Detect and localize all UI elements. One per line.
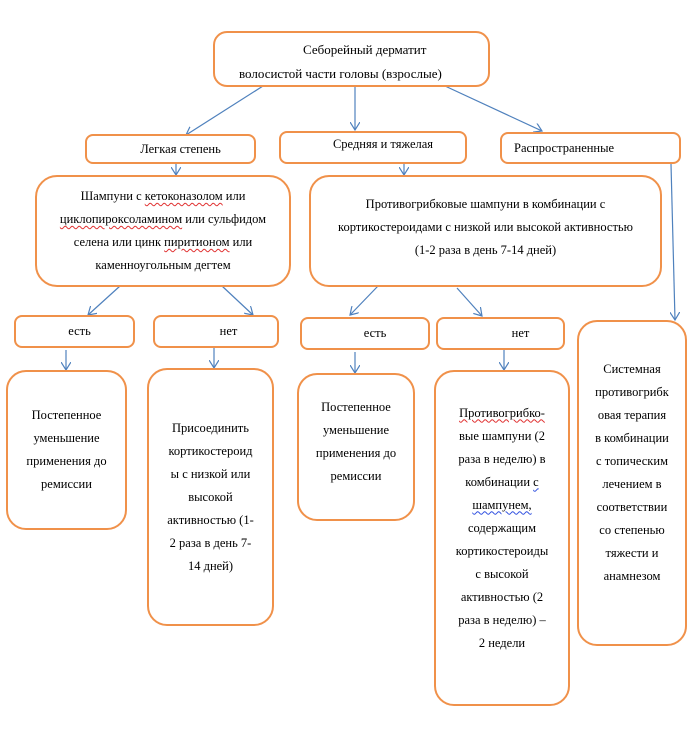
mild-treatment-line-3: селена или цинк пиритионом или [73,235,253,249]
outcome-line: 2 недели [478,635,526,650]
mild-treatment-line-1: Шампуни с кетоконазолом или [80,189,246,203]
outcome-line: Противогрибко- [459,405,545,420]
category-widespread: Распространенные [500,132,681,164]
title-box: Себорейный дерматит волосистой части гол… [213,31,490,87]
outcome-line: Системная [603,362,661,376]
outcome-line: соответствии [596,500,668,514]
outcome-line: Присоединить [172,420,249,435]
outcome-line: 2 раза в день 7- [169,535,252,550]
outcome-line: активностью (2 [460,589,544,604]
mild-no-outcome-box: Присоединить кортикостероид ы с низкой и… [147,368,274,626]
arrow-mild-treatment-to-no [221,285,253,315]
outcome-line: анамнезом [603,569,661,583]
outcome-line: противогрибк [595,385,669,399]
arrow-title-to-widespread [444,85,542,131]
outcome-line: ремиссии [41,477,92,491]
outcome-line: с топическим [596,454,668,468]
moderate-response-yes-label: есть [363,326,387,340]
outcome-line: применения до [26,454,107,468]
moderate-yes-outcome-box: Постепенное уменьшение применения до рем… [297,373,415,521]
outcome-line: уменьшение [33,431,100,445]
outcome-line: со степенью [599,523,665,537]
arrow-mod-treatment-to-yes [350,285,379,315]
category-moderate-severe: Средняя и тяжелая [279,131,467,164]
mild-treatment-box: Шампуни с кетоконазолом или циклопироксо… [35,175,291,287]
outcome-line: 14 дней) [187,558,234,573]
arrow-widespread-to-systemic [671,163,675,320]
category-mild: Легкая степень [85,134,256,164]
outcome-line: шампунем, [472,497,532,512]
outcome-line: Постепенное [321,400,391,414]
outcome-line: кортикостероиды [455,543,549,558]
outcome-line: лечением в [602,477,662,491]
outcome-line: содержащим [467,520,536,535]
mild-treatment-line-2: циклопироксоламином или сульфидом [59,212,267,226]
category-widespread-label: Распространенные [514,140,615,155]
outcome-line: раза в неделю) в [458,451,546,466]
outcome-line: уменьшение [322,423,390,437]
widespread-outcome-box: Системная противогрибк овая терапия в ко… [577,320,687,646]
moderate-response-no-label: нет [511,326,530,340]
outcome-line: активностью (1- [167,512,254,527]
arrow-mild-treatment-to-yes [88,285,121,315]
arrow-mod-treatment-to-no [456,287,482,316]
outcome-line: раза в неделю) – [458,612,546,627]
outcome-line: Постепенное [31,408,102,422]
mild-response-no: нет [153,315,279,348]
outcome-line: комбинации с [465,474,539,489]
outcome-line: овая терапия [597,408,667,422]
moderate-response-yes: есть [300,317,430,350]
moderate-treatment-line-3: (1-2 раза в день 7-14 дней) [414,242,557,257]
outcome-line: с высокой [475,566,529,581]
outcome-line: высокой [188,489,233,504]
outcome-line: применения до [315,446,397,460]
mild-response-yes-label: есть [68,324,91,338]
mild-treatment-line-4: каменноугольным дегтем [95,258,231,272]
moderate-treatment-line-2: кортикостероидами с низкой или высокой а… [338,219,633,234]
category-mild-label: Легкая степень [140,141,221,156]
outcome-line: кортикостероид [168,443,253,458]
mild-response-yes: есть [14,315,135,348]
outcome-line: тяжести и [605,546,659,560]
outcome-line: ы с низкой или [170,466,251,481]
mild-yes-outcome-box: Постепенное уменьшение применения до рем… [6,370,127,530]
category-moderate-severe-label: Средняя и тяжелая [332,137,434,151]
outcome-line: вые шампуни (2 [459,428,545,443]
outcome-line: в комбинации [595,431,669,445]
outcome-line: ремиссии [330,469,382,483]
arrow-title-to-mild [186,85,264,135]
moderate-treatment-line-1: Противогрибковые шампуни в комбинации с [365,196,606,211]
moderate-response-no: нет [436,317,565,350]
mild-response-no-label: нет [219,324,238,338]
moderate-no-outcome-box: Противогрибко- вые шампуни (2 раза в нед… [434,370,570,706]
title-line-2: волосистой части головы (взрослые) [239,66,442,81]
moderate-treatment-box: Противогрибковые шампуни в комбинации с … [309,175,662,287]
title-line-1: Себорейный дерматит [303,42,427,57]
